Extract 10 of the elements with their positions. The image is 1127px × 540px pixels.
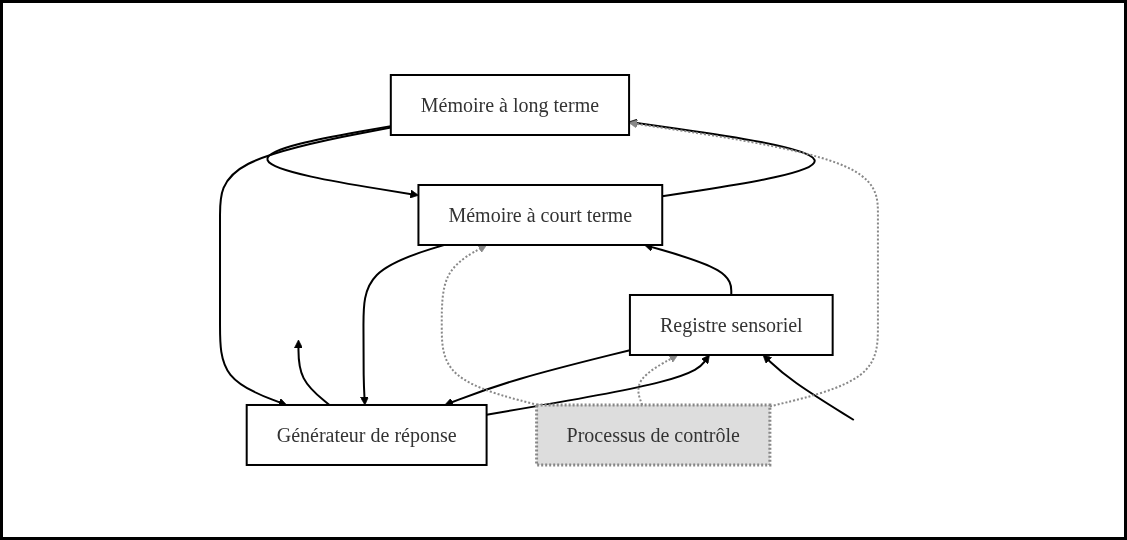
- node-box: Générateur de réponse: [245, 404, 488, 466]
- arrow: [359, 244, 445, 406]
- arrow: [628, 118, 816, 198]
- node-box: Processus de contrôle: [534, 403, 771, 467]
- node-box: Registre sensoriel: [628, 294, 834, 356]
- node-box: Mémoire à court terme: [416, 184, 663, 246]
- arrow: [293, 339, 330, 406]
- arrow: [628, 119, 879, 408]
- node-box: Mémoire à long terme: [389, 74, 630, 136]
- arrow: [762, 354, 855, 421]
